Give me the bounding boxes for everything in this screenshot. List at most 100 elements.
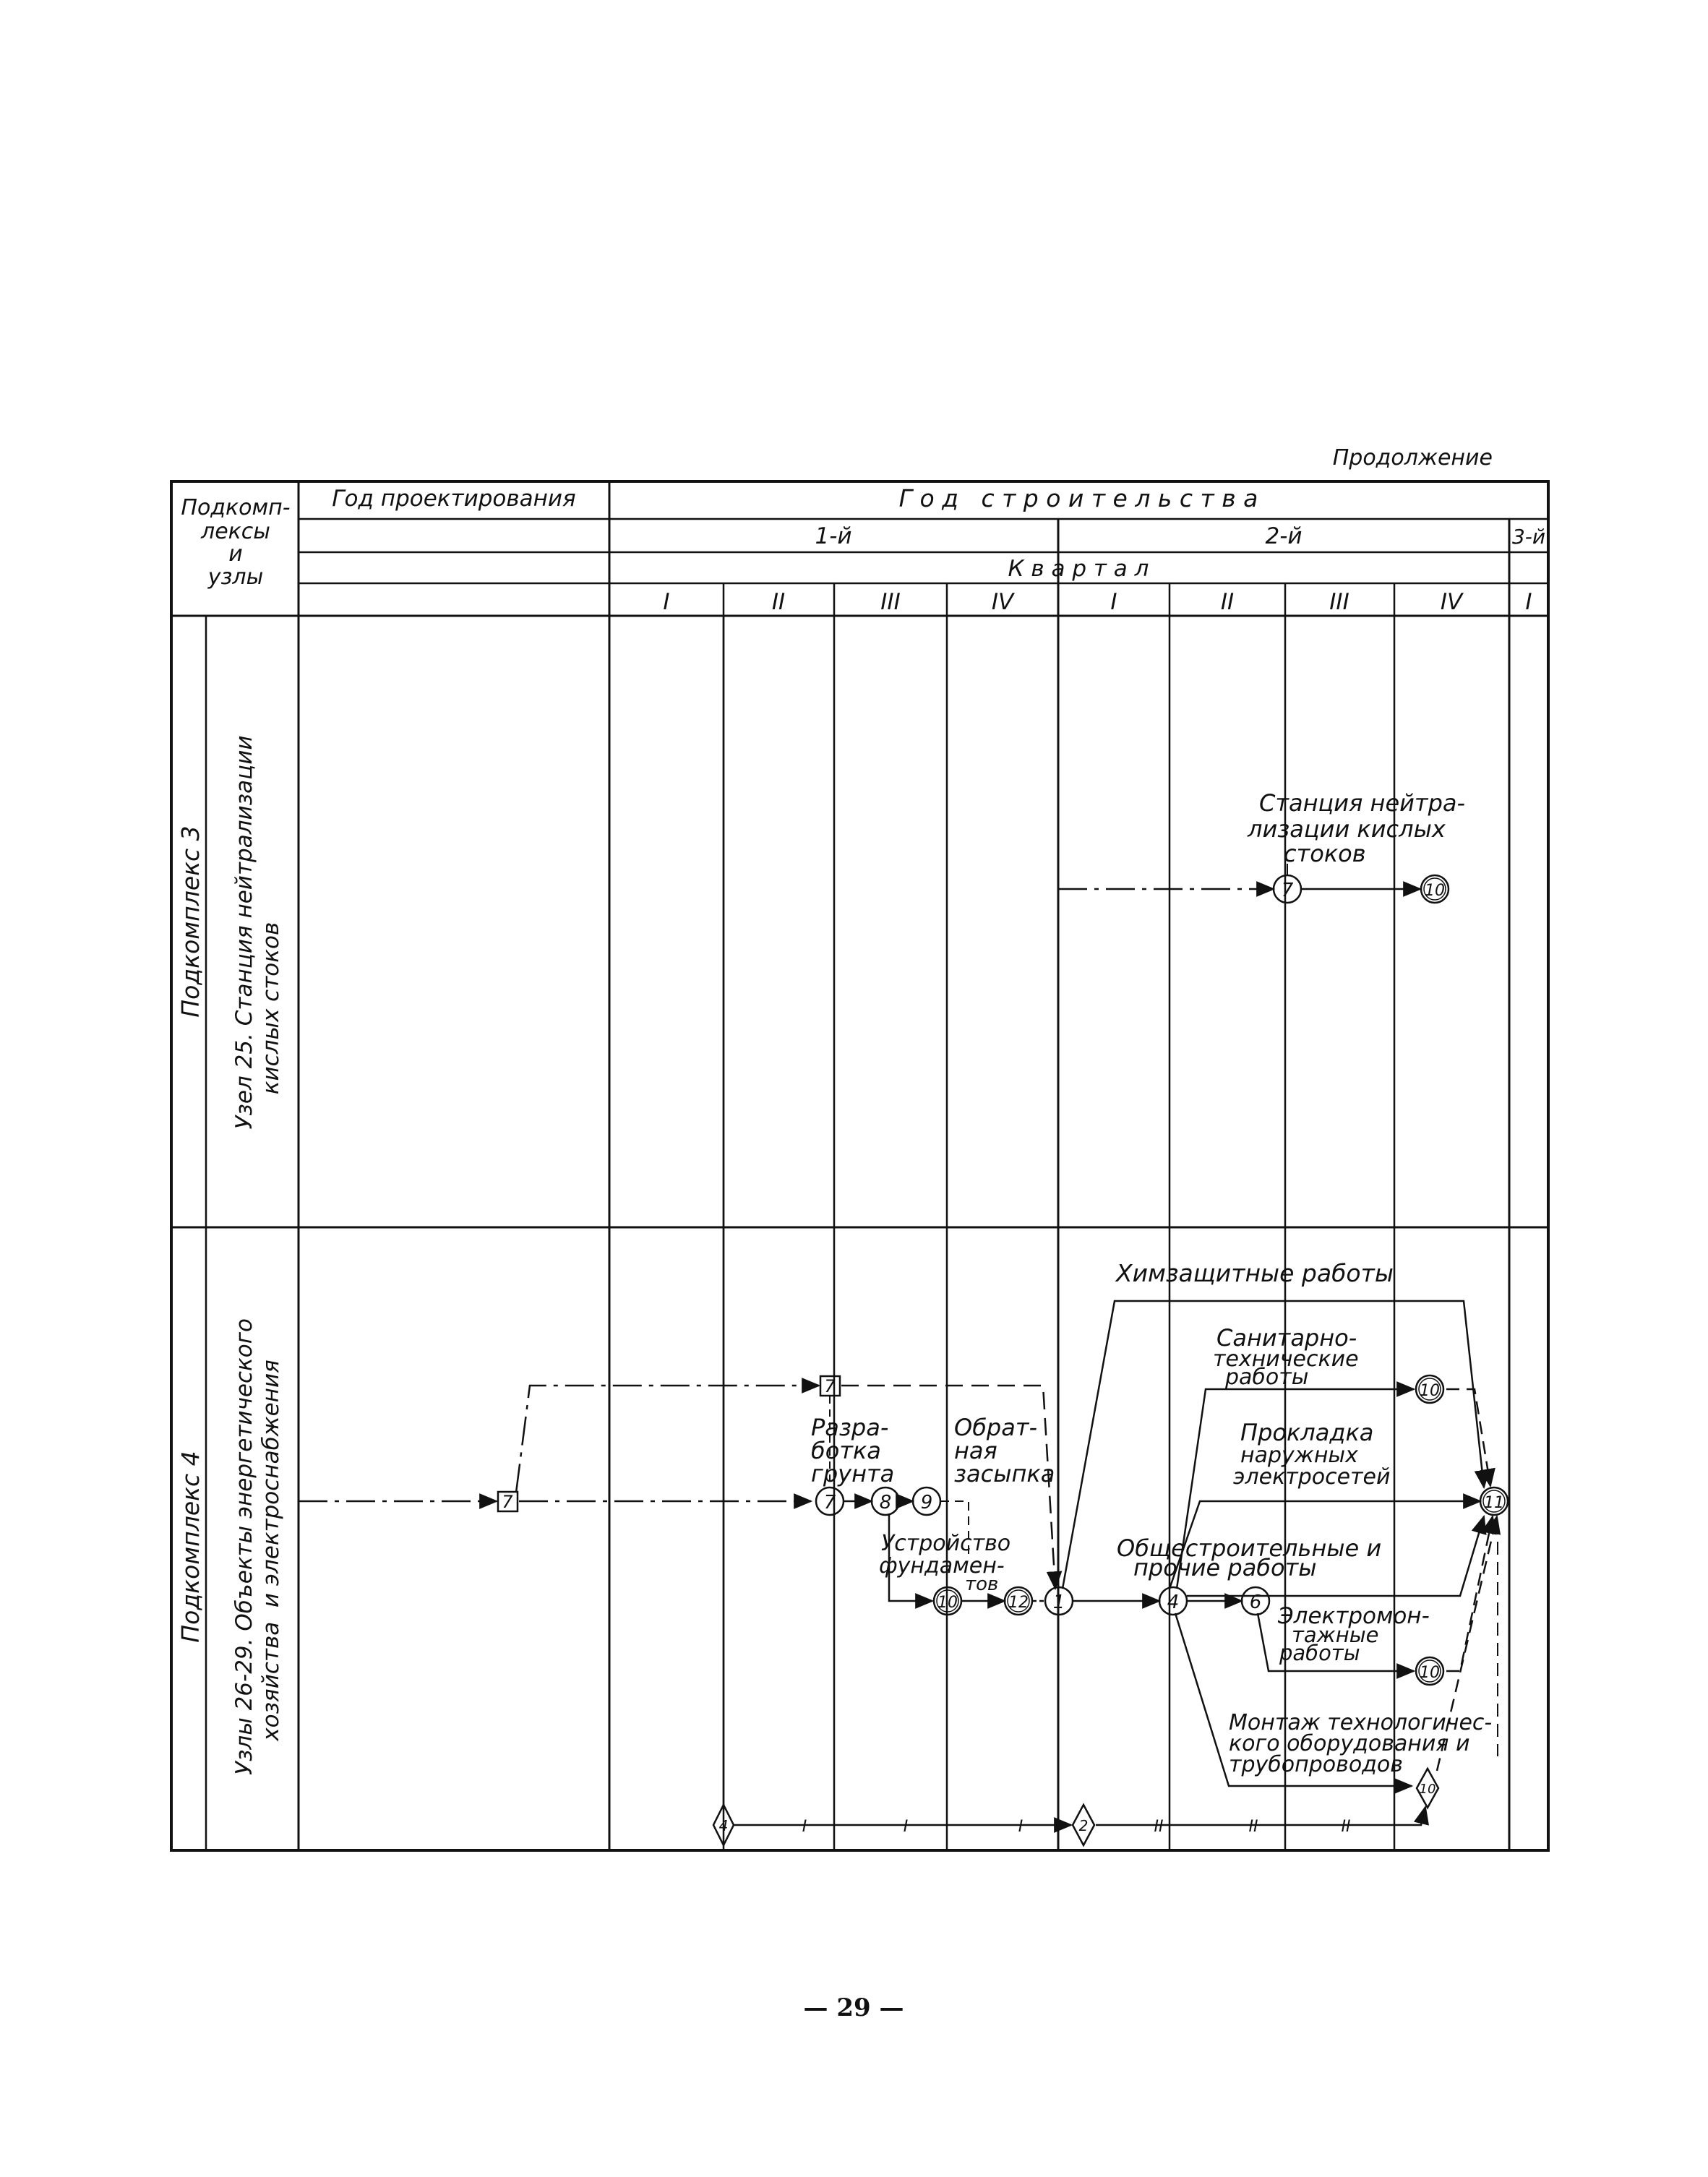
equipment-label-2: кого оборудования и — [1229, 1731, 1470, 1756]
dependency-arrow — [1446, 1388, 1495, 1488]
subcomplex-header-1: Подкомп- — [181, 495, 290, 520]
resource-mark: II — [1154, 1818, 1164, 1836]
event-node: 6 — [1240, 1586, 1271, 1616]
svg-text:10: 10 — [1420, 1382, 1440, 1400]
subcomplex-header-3: и — [228, 541, 243, 567]
activity-arrow — [1174, 1613, 1414, 1794]
node-26-29-label-1: Узлы 26-29. Объекты энергетического — [231, 1318, 257, 1775]
event-node: 8 — [870, 1486, 901, 1516]
activity-arrow — [1187, 1514, 1487, 1597]
activity-arrow — [888, 1513, 935, 1609]
event-node: 7 — [815, 1486, 845, 1516]
resource-mark: I — [904, 1818, 909, 1836]
subcomplex-header-4: узлы — [207, 564, 264, 590]
year-2: 2-й — [1265, 523, 1302, 549]
sanitary-label-3: работы — [1224, 1365, 1308, 1390]
event-node: 7 — [1272, 874, 1303, 904]
general-construction-label-2: прочие работы — [1133, 1554, 1317, 1581]
subcomplex-4-label: Подкомплекс 4 — [176, 1451, 205, 1642]
backfill-label-1: Обрат- — [954, 1414, 1037, 1441]
quarter-3-1: I — [1525, 589, 1532, 615]
design-year-header: Год проектирования — [332, 486, 575, 512]
quarter-2-1: I — [1110, 589, 1117, 615]
cable-label-2: наружных — [1240, 1443, 1358, 1468]
quarter-2-4: IV — [1441, 589, 1464, 615]
dependency-arrow — [1436, 1514, 1501, 1772]
milestone-diamond: 2 — [1071, 1803, 1096, 1847]
svg-text:10: 10 — [1420, 1782, 1436, 1797]
quarter-1-1: I — [663, 589, 669, 615]
quarter-1-2: II — [772, 589, 785, 615]
dependency-arrow — [841, 1384, 1063, 1591]
svg-text:9: 9 — [921, 1492, 933, 1513]
header: Подкомп- лексы и узлы Год проектирования… — [181, 484, 1545, 615]
foundation-label-3: тов — [965, 1573, 998, 1595]
sanitary-label-1: Санитарно- — [1216, 1324, 1357, 1352]
station-label-3: стоков — [1284, 840, 1366, 867]
continuation-label: Продолжение — [1333, 445, 1493, 471]
backfill-label-3: засыпка — [954, 1460, 1055, 1487]
svg-text:7: 7 — [824, 1492, 836, 1513]
foundation-label-2: фундамен- — [879, 1553, 1005, 1579]
resource-mark: II — [1342, 1818, 1351, 1836]
event-node: 11 — [1479, 1486, 1509, 1516]
excavation-label-1: Разра- — [811, 1414, 888, 1441]
svg-text:2: 2 — [1079, 1817, 1089, 1834]
svg-text:7: 7 — [1282, 880, 1294, 901]
sanitary-label-2: технические — [1213, 1347, 1359, 1372]
chem-protection-label: Химзащитные работы — [1115, 1259, 1394, 1287]
resource-arrow — [1096, 1805, 1429, 1826]
network-diagram: 7 10 Станция нейтра- лизации кислых сток… — [299, 616, 1509, 1847]
quarter-2-2: II — [1221, 589, 1234, 615]
equipment-label-1: Монтаж технологичес- — [1229, 1710, 1492, 1735]
subcomplex-header-2: лексы — [200, 519, 270, 544]
backfill-label-2: ная — [954, 1437, 997, 1464]
svg-text:7: 7 — [502, 1492, 513, 1512]
event-node: 9 — [911, 1486, 942, 1516]
svg-text:4: 4 — [1167, 1592, 1180, 1613]
event-node: 12 — [1003, 1586, 1034, 1616]
station-label-1: Станция нейтра- — [1259, 789, 1465, 817]
row-labels: Подкомплекс 3 Узел 25. Станция нейтрализ… — [176, 735, 284, 1774]
svg-text:4: 4 — [719, 1817, 729, 1834]
node-25-label-2: кислых стоков — [258, 922, 284, 1094]
quarter-header: К в а р т а л — [1008, 556, 1149, 582]
svg-text:10: 10 — [1420, 1664, 1440, 1682]
svg-text:7: 7 — [824, 1376, 836, 1396]
event-node: 10 — [1415, 1374, 1445, 1404]
svg-text:12: 12 — [1008, 1594, 1029, 1612]
cable-label-3: электросетей — [1233, 1464, 1390, 1490]
event-node: 1 — [1044, 1586, 1074, 1616]
quarter-1-4: IV — [992, 589, 1016, 615]
resource-mark: I — [802, 1818, 807, 1836]
svg-text:11: 11 — [1484, 1494, 1504, 1512]
resource-mark: I — [1018, 1818, 1023, 1836]
event-node: 10 — [932, 1586, 963, 1616]
station-label-2: лизации кислых — [1247, 815, 1446, 843]
quarter-2-3: III — [1329, 589, 1349, 615]
cable-label-1: Прокладка — [1240, 1419, 1373, 1446]
svg-text:8: 8 — [880, 1492, 892, 1513]
subcomplex-3-label: Подкомплекс 3 — [176, 825, 205, 1017]
svg-text:6: 6 — [1250, 1592, 1262, 1613]
electrical-label-2: тажные — [1292, 1623, 1379, 1647]
svg-text:10: 10 — [1425, 882, 1445, 900]
svg-text:10: 10 — [937, 1594, 958, 1612]
electrical-label-1: Электромон- — [1277, 1603, 1430, 1629]
activity-arrow — [1256, 1613, 1416, 1679]
activity-arrow — [1061, 1300, 1490, 1589]
equipment-label-3: трубопроводов — [1229, 1752, 1403, 1777]
table-grid — [170, 480, 1550, 1852]
year-1: 1-й — [815, 523, 851, 549]
general-construction-label-1: Общестроительные и — [1117, 1534, 1381, 1562]
foundation-label-1: Устройство — [881, 1531, 1010, 1556]
event-node: 10 — [1420, 874, 1450, 904]
year-3: 3-й — [1512, 525, 1545, 549]
node-25-label-1: Узел 25. Станция нейтрализации — [231, 735, 257, 1129]
milestone-diamond: 10 — [1415, 1766, 1440, 1810]
construction-year-header: Г о д с т р о и т е л ь с т в а — [899, 484, 1258, 512]
svg-text:1: 1 — [1053, 1592, 1065, 1613]
event-node: 4 — [1158, 1586, 1188, 1616]
event-square: 7 — [819, 1375, 841, 1397]
